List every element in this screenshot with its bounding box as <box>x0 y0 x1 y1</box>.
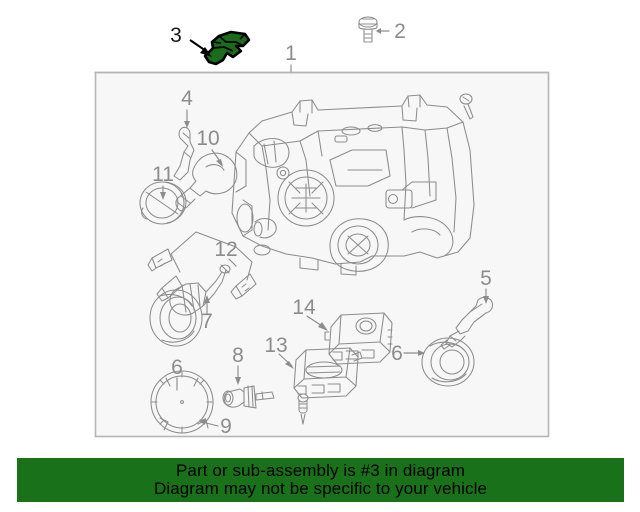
headlamp-housing-part <box>231 94 475 276</box>
callout-label-4: 4 <box>181 87 193 110</box>
bulb-part-8 <box>222 385 275 409</box>
cover-part-9 <box>150 370 214 434</box>
callout-label-2: 2 <box>394 20 406 43</box>
callout-label-7: 7 <box>201 310 213 333</box>
callout-label-12: 12 <box>214 238 237 261</box>
diagram-border-box <box>94 71 550 438</box>
screw-part-2 <box>358 16 378 43</box>
control-module-part-14 <box>324 312 393 365</box>
callout-leader-3 <box>189 39 212 57</box>
ballast-lower-part-13 <box>293 347 363 399</box>
info-banner-line-2: Diagram may not be specific to your vehi… <box>153 479 488 498</box>
info-banner: Part or sub-assembly is #3 in diagram Di… <box>17 458 624 502</box>
callout-label-3: 3 <box>170 24 182 47</box>
callout-label-6-right: 6 <box>391 342 403 365</box>
callout-label-6-left: 6 <box>171 356 183 379</box>
callout-label-8: 8 <box>232 344 244 367</box>
info-banner-line-1: Part or sub-assembly is #3 in diagram <box>175 461 466 481</box>
wire-harness-part-12 <box>147 231 257 302</box>
socket-cover-part-11 <box>139 181 187 225</box>
callout-label-13: 13 <box>264 334 287 357</box>
callout-labels: 3 1 2 4 5 6 6 7 8 9 10 11 12 13 14 <box>152 20 492 438</box>
bulb-socket-part-7 <box>169 264 231 316</box>
cap-part-6-left <box>149 289 203 347</box>
callout-label-11: 11 <box>152 163 174 186</box>
callout-label-10: 10 <box>196 127 219 150</box>
callout-leader-lines <box>160 28 489 427</box>
adjusting-screw-part-4 <box>173 126 195 181</box>
callout-label-5: 5 <box>480 267 492 290</box>
callout-label-1: 1 <box>285 42 297 65</box>
callout-label-14: 14 <box>292 296 316 319</box>
cap-part-6-right <box>421 337 475 387</box>
callout-label-9: 9 <box>220 415 232 438</box>
screw-decor-upper-right <box>459 93 474 120</box>
highlighted-part-3[interactable] <box>203 30 251 66</box>
